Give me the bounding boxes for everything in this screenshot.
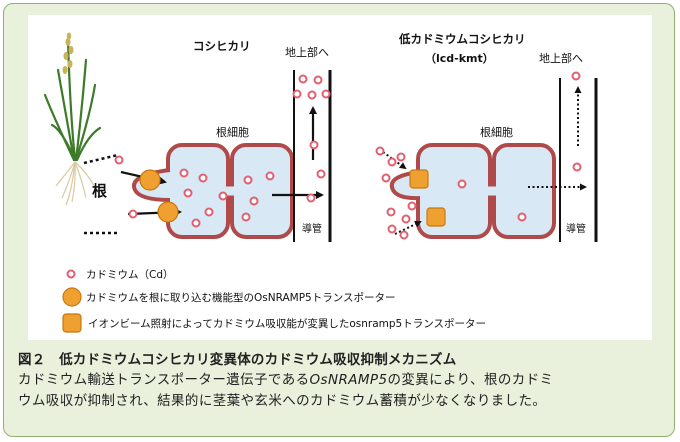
functional-transporter-icon xyxy=(139,169,161,191)
left-vessel-label: 導管 xyxy=(302,222,322,235)
right-uptake-arrow xyxy=(394,221,422,235)
right-root-cell-label: 根細胞 xyxy=(480,125,513,139)
caption-line-2: ウム吸収が抑制され、結果的に茎葉や玄米へのカドミウム蓄積が少なくなりました。 xyxy=(18,393,547,409)
mutant-transporter-icon xyxy=(426,207,446,227)
left-above-ground-label: 地上部へ xyxy=(285,45,329,59)
legend-mutant-transporter-icon xyxy=(62,313,82,333)
left-root-cell-label: 根細胞 xyxy=(216,125,249,139)
figure-caption: 図２ 低カドミウムコシヒカリ変異体のカドミウム吸収抑制メカニズム カドミウム輸送… xyxy=(18,350,668,412)
legend-functional-label: カドミウムを根に取り込む機能型のOsNRAMP5トランスポーター xyxy=(86,291,396,304)
right-title: 低カドミウムコシヒカリ xyxy=(398,32,526,46)
caption-title: 図２ 低カドミウムコシヒカリ変異体のカドミウム吸収抑制メカニズム xyxy=(18,352,457,368)
right-above-ground-label: 地上部へ xyxy=(539,51,583,65)
legend-functional-transporter-icon xyxy=(62,287,82,307)
mutant-transporter-icon xyxy=(409,169,429,189)
right-vessel-label: 導管 xyxy=(566,222,586,235)
right-cadmium-dots xyxy=(375,71,582,240)
left-title: コシヒカリ xyxy=(193,39,251,53)
left-cadmium-dots xyxy=(114,74,331,228)
right-subtitle: （lcd-kmt） xyxy=(425,52,494,65)
caption-line-1: カドミウム輸送トランスポーター遺伝子であるOsNRAMP5の変異により、根のカド… xyxy=(18,370,668,391)
legend-mutant-label: イオンビーム照射によってカドミウム吸収能が変異したosnramp5トランスポータ… xyxy=(88,317,486,330)
root-label: 根 xyxy=(92,182,107,200)
legend-cadmium-icon xyxy=(66,269,76,279)
rice-plant-icon xyxy=(43,32,102,206)
caption-gene-name: OsNRAMP5 xyxy=(309,372,388,388)
caption-line1-b: の変異により、根のカドミ xyxy=(387,372,554,388)
legend-cadmium-label: カドミウム（Cd） xyxy=(86,269,174,281)
caption-line1-a: カドミウム輸送トランスポーター遺伝子である xyxy=(18,372,310,388)
functional-transporter-icon xyxy=(157,201,179,223)
